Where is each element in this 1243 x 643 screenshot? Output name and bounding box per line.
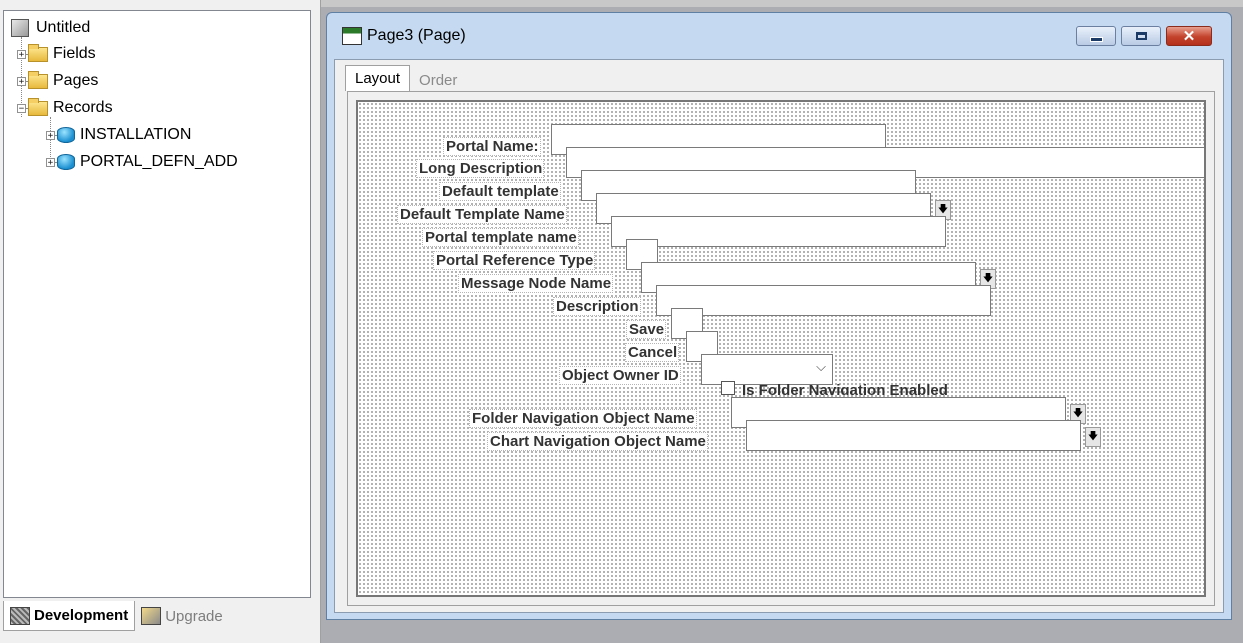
object-owner-id-dropdown[interactable]: ⌵: [701, 354, 833, 385]
prompt-arrow-icon: 🡇: [1072, 407, 1084, 419]
design-frame: Portal Name: Long Description Default te…: [347, 91, 1215, 606]
folder-navigation-object-name-label[interactable]: Folder Navigation Object Name: [469, 409, 697, 428]
portal-template-name-label[interactable]: Portal template name: [422, 228, 579, 247]
save-label[interactable]: Save: [626, 320, 667, 339]
portal-reference-type-label[interactable]: Portal Reference Type: [433, 251, 596, 270]
workspace-border: [321, 0, 1243, 7]
expand-icon[interactable]: +: [46, 157, 55, 168]
long-description-label[interactable]: Long Description: [416, 159, 545, 178]
description-field[interactable]: [656, 285, 991, 316]
page-icon: [342, 27, 362, 45]
prompt-button[interactable]: 🡇: [980, 269, 996, 289]
upgrade-icon: [141, 607, 162, 625]
record-icon: [57, 154, 75, 170]
tree-item-portal-defn-add[interactable]: + PORTAL_DEFN_ADD: [46, 151, 238, 173]
is-folder-navigation-enabled-checkbox[interactable]: [721, 381, 735, 395]
record-icon: [57, 127, 75, 143]
is-folder-navigation-enabled-label[interactable]: Is Folder Navigation Enabled: [742, 382, 948, 395]
tab-label: Upgrade: [165, 607, 223, 625]
tree-item-label: Pages: [53, 72, 99, 89]
minimize-icon: [1089, 36, 1103, 42]
development-icon: [10, 606, 30, 625]
tree-item-installation[interactable]: + INSTALLATION: [46, 124, 191, 146]
tree-item-records[interactable]: − Records: [17, 97, 113, 119]
folder-icon: [28, 43, 48, 62]
workspace: Page3 (Page) ✕ Layout Order Portal Name:: [321, 0, 1243, 643]
tree-item-fields[interactable]: + Fields: [17, 43, 96, 65]
portal-template-name-field[interactable]: [611, 216, 946, 247]
window-title: Page3 (Page): [367, 27, 466, 44]
tab-order[interactable]: Order: [419, 71, 458, 89]
close-icon: ✕: [1182, 28, 1196, 45]
maximize-icon: [1135, 32, 1147, 40]
tree-item-label: Records: [53, 99, 113, 116]
window-titlebar[interactable]: Page3 (Page): [327, 13, 1231, 59]
tree-root-label: Untitled: [36, 19, 91, 36]
tab-layout[interactable]: Layout: [345, 65, 411, 91]
project-icon: [11, 19, 29, 37]
expand-icon[interactable]: +: [17, 49, 26, 60]
tree-root[interactable]: Untitled: [11, 17, 90, 39]
tab-label: Development: [34, 607, 129, 624]
open-folder-icon: [28, 97, 48, 116]
chart-navigation-object-name-label[interactable]: Chart Navigation Object Name: [487, 432, 708, 451]
project-panel: Untitled + Fields + Pages − Records + IN…: [0, 0, 321, 643]
design-canvas[interactable]: Portal Name: Long Description Default te…: [356, 100, 1206, 597]
tree-connector: [50, 117, 51, 163]
close-button[interactable]: ✕: [1166, 26, 1212, 46]
page-editor: Layout Order Portal Name: Long Descripti…: [334, 59, 1224, 613]
expand-icon[interactable]: +: [17, 76, 26, 87]
cancel-label[interactable]: Cancel: [625, 343, 680, 362]
collapse-icon[interactable]: −: [17, 103, 26, 114]
tree-item-label: Fields: [53, 45, 96, 62]
minimize-button[interactable]: [1076, 26, 1116, 46]
maximize-button[interactable]: [1121, 26, 1161, 46]
prompt-arrow-icon: 🡇: [1087, 430, 1099, 442]
description-label[interactable]: Description: [553, 297, 641, 316]
tree-item-label: INSTALLATION: [80, 126, 192, 143]
message-node-name-label[interactable]: Message Node Name: [458, 274, 614, 293]
chevron-down-icon: ⌵: [816, 359, 826, 374]
prompt-arrow-icon: 🡇: [937, 203, 949, 215]
expand-icon[interactable]: +: [46, 130, 55, 141]
tab-development[interactable]: Development: [3, 601, 136, 631]
prompt-arrow-icon: 🡇: [982, 272, 994, 284]
object-owner-id-label[interactable]: Object Owner ID: [559, 366, 681, 385]
project-view-tabs: Development Upgrade: [3, 601, 311, 633]
project-tree: Untitled + Fields + Pages − Records + IN…: [3, 10, 311, 598]
folder-icon: [28, 70, 48, 89]
tree-item-label: PORTAL_DEFN_ADD: [80, 153, 238, 170]
page-tabs: Layout Order: [345, 65, 466, 91]
chart-navigation-object-name-field[interactable]: [746, 420, 1081, 451]
portal-name-label[interactable]: Portal Name:: [443, 137, 541, 156]
prompt-button[interactable]: 🡇: [1085, 427, 1101, 447]
default-template-name-label[interactable]: Default Template Name: [397, 205, 567, 224]
tree-item-pages[interactable]: + Pages: [17, 70, 98, 92]
page-window: Page3 (Page) ✕ Layout Order Portal Name:: [326, 12, 1232, 620]
tab-upgrade[interactable]: Upgrade: [135, 601, 229, 631]
default-template-label[interactable]: Default template: [439, 182, 561, 201]
